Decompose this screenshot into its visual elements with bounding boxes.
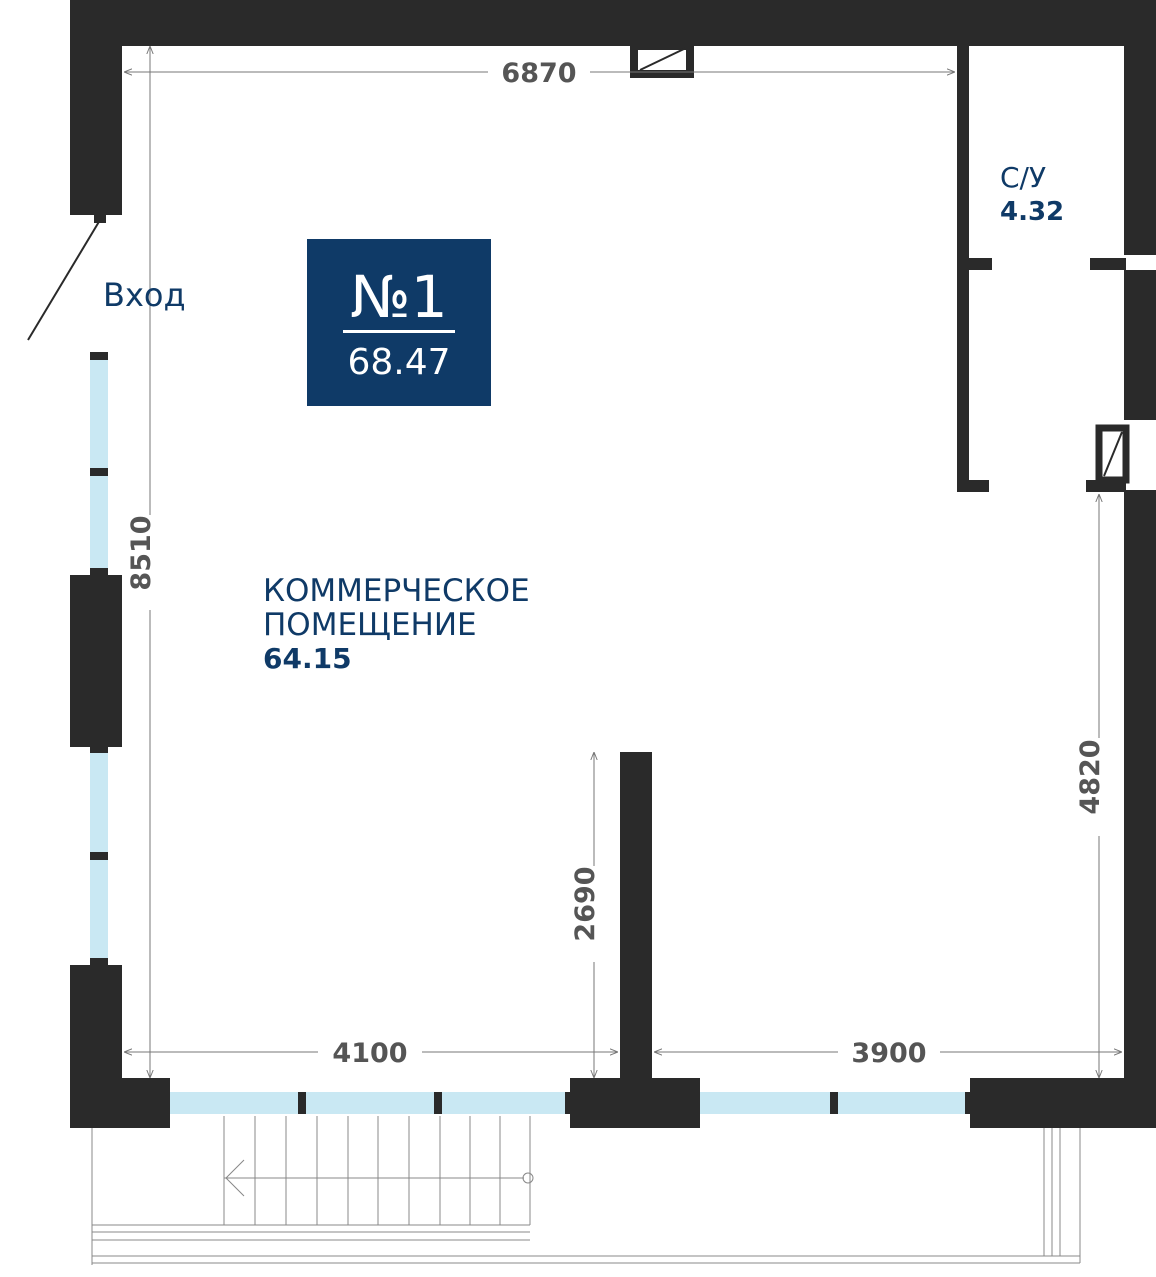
stairs [91, 1116, 1081, 1265]
unit-badge: №1 68.47 [307, 239, 491, 406]
unit-badge-bg [307, 239, 491, 406]
unit-total-area: 68.47 [347, 342, 450, 383]
dim-bottom-right: 3900 [851, 1038, 926, 1069]
wall-bottom-left [70, 1078, 170, 1128]
entrance-door-leaf [27, 219, 101, 341]
dim-bottom-left: 4100 [332, 1038, 407, 1069]
partition-wall [620, 752, 652, 1082]
dim-top-width: 6870 [501, 58, 576, 89]
room-wc-area: 4.32 [1000, 197, 1064, 227]
room-commercial-line1: КОММЕРЧЕСКОЕ [263, 573, 530, 609]
window-left-upper [90, 355, 108, 575]
dim-right-height: 4820 [1075, 739, 1106, 814]
entrance-label: Вход [103, 276, 186, 314]
unit-badge-divider [343, 330, 455, 333]
wall-left-top [70, 0, 122, 118]
wall-right-upper [1124, 0, 1156, 255]
room-wc-name: С/У [1000, 161, 1046, 194]
wall-right-lower [1124, 490, 1156, 1080]
wall-left-pier-2 [70, 575, 122, 747]
room-commercial-area: 64.15 [263, 642, 352, 675]
unit-number: №1 [350, 263, 447, 331]
room-commercial-line2: ПОМЕЩЕНИЕ [263, 607, 477, 643]
wc-wall-mid-right [1090, 258, 1126, 270]
wall-top [70, 0, 1156, 46]
wall-right-mid [1124, 270, 1156, 420]
dim-partition-height: 2690 [570, 866, 601, 941]
wall-left-pier-1 [70, 118, 122, 215]
wc-wall-mid-left [957, 258, 992, 270]
dimension-lines [124, 46, 1122, 1078]
wall-left-pier-3 [70, 965, 122, 1093]
walls [70, 0, 1156, 1128]
window-bottom-left [170, 1092, 570, 1114]
wall-bottom-mid [570, 1078, 700, 1128]
dim-left-height: 8510 [126, 515, 157, 590]
wall-bottom-right [970, 1078, 1156, 1128]
wc-wall-bottom-left [957, 480, 989, 492]
vent-shafts [630, 42, 1130, 484]
windows [90, 213, 973, 1114]
